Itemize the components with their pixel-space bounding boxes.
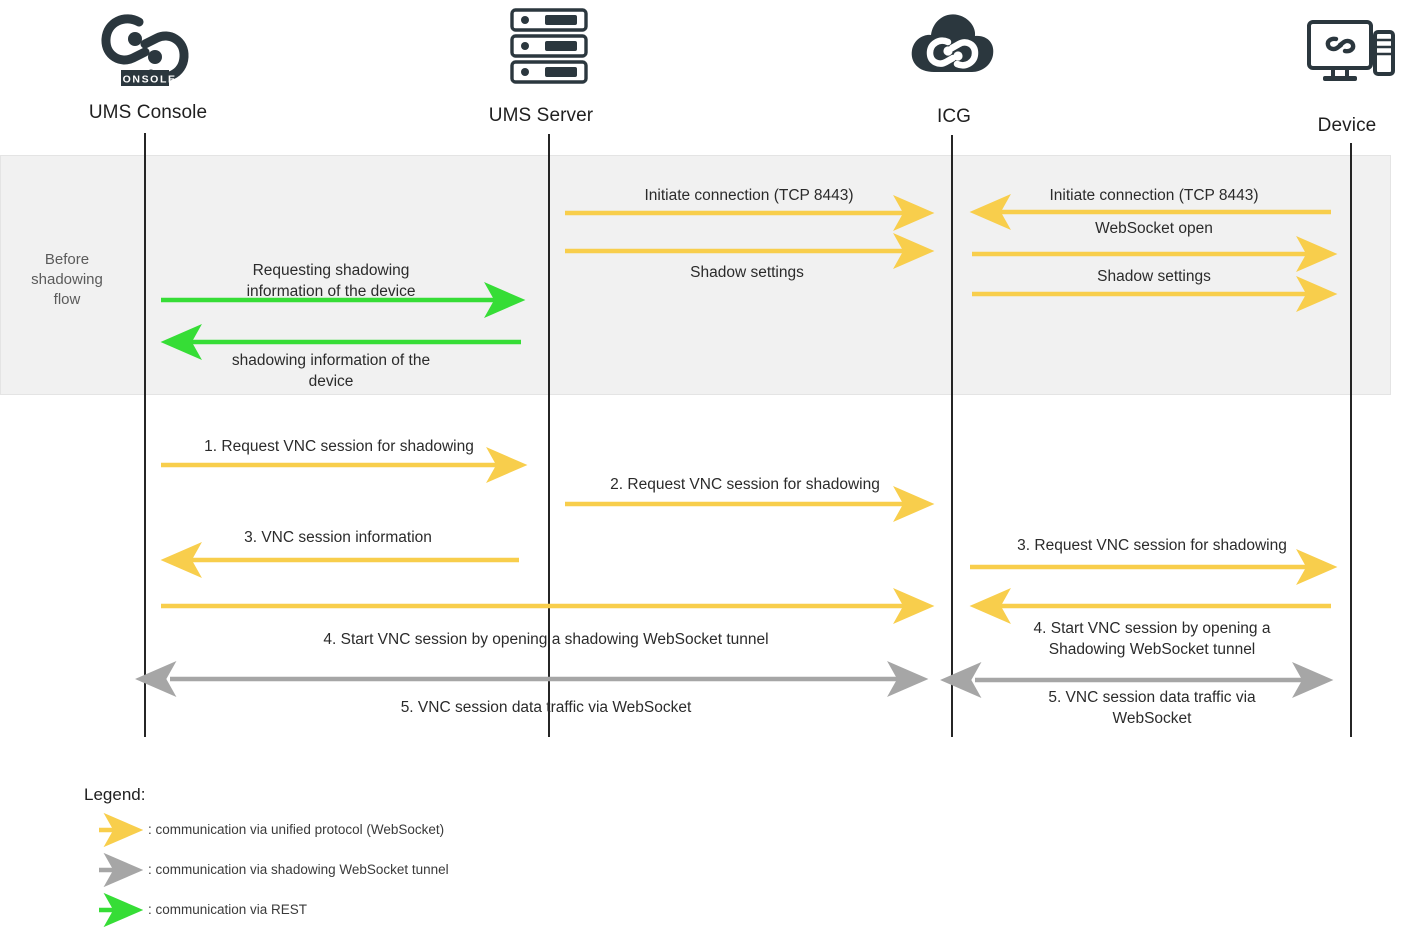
- participant-label-device: Device: [1317, 115, 1377, 136]
- message-label-shadow-settings-server-icg: Shadow settings: [690, 264, 804, 281]
- message-label-step-4-start-vnc-left: 4. Start VNC session by opening a shadow…: [323, 631, 769, 648]
- before-shadowing-flow-band: [0, 155, 1391, 395]
- message-label-websocket-open: WebSocket open: [1095, 220, 1213, 237]
- participant-label-icg: ICG: [936, 106, 972, 127]
- message-label-step-3-request-vnc-device: 3. Request VNC session for shadowing: [1017, 537, 1287, 554]
- svg-text:CONSOLE: CONSOLE: [113, 74, 176, 86]
- legend-item-unified-protocol-text: : communication via unified protocol (We…: [148, 822, 445, 837]
- legend-title: Legend:: [84, 785, 146, 804]
- message-label-step-4-start-vnc-right: 4. Start VNC session by opening a Shadow…: [1033, 620, 1271, 658]
- legend-item-shadowing-tunnel-text: : communication via shadowing WebSocket …: [148, 862, 449, 877]
- before-shadowing-flow-label: Before shadowing flow: [31, 251, 103, 308]
- cloud-gateway-icon: [904, 6, 1000, 93]
- message-label-step-1-request-vnc: 1. Request VNC session for shadowing: [204, 438, 474, 455]
- server-rack-icon: [500, 6, 598, 91]
- message-label-shadowing-info-response: shadowing information of the device: [231, 352, 431, 390]
- message-label-step-2-request-vnc: 2. Request VNC session for shadowing: [610, 476, 880, 493]
- participant-label-ums-console: UMS Console: [88, 102, 208, 123]
- message-label-requesting-shadowing-info: Requesting shadowing information of the …: [246, 262, 416, 300]
- message-label-step-5-data-traffic-right: 5. VNC session data traffic via WebSocke…: [1048, 689, 1256, 727]
- message-label-step-3-vnc-session-information: 3. VNC session information: [244, 529, 432, 546]
- message-label-initiate-connection-device-icg: Initiate connection (TCP 8443): [1049, 187, 1259, 204]
- desktop-device-icon: [1303, 14, 1399, 95]
- message-label-step-5-data-traffic-left: 5. VNC session data traffic via WebSocke…: [400, 699, 692, 716]
- ums-console-logo-icon: CONSOLE: [95, 8, 195, 95]
- legend-item-rest-text: : communication via REST: [148, 902, 308, 917]
- participant-label-ums-server: UMS Server: [488, 105, 594, 126]
- message-label-initiate-connection-server-icg: Initiate connection (TCP 8443): [644, 187, 854, 204]
- message-label-shadow-settings-icg-device: Shadow settings: [1097, 268, 1211, 285]
